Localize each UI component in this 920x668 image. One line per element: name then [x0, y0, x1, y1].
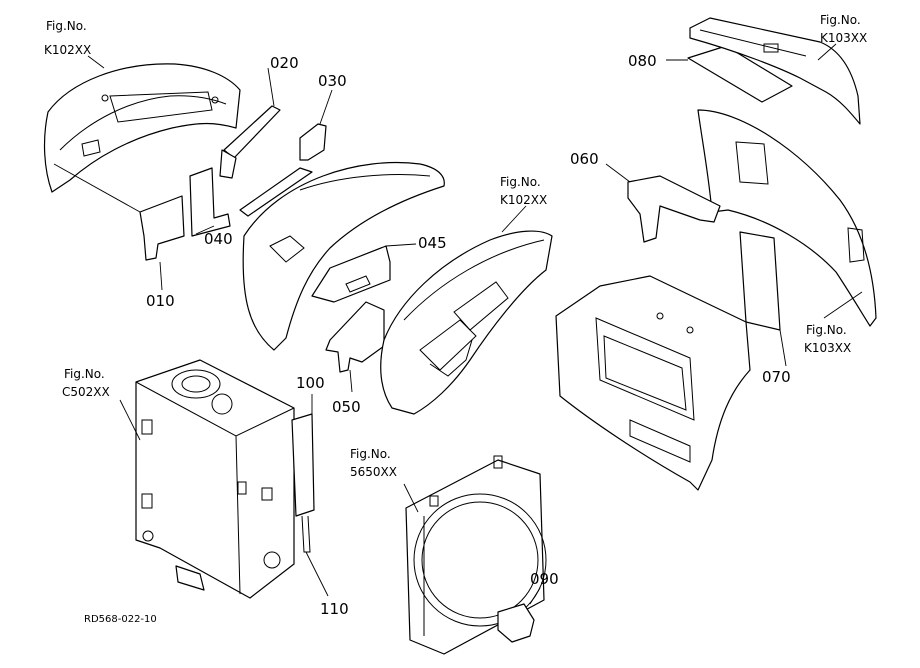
- leader-060: [605, 163, 631, 183]
- part-030-bracket: [239, 123, 327, 217]
- leader-f4: [823, 291, 863, 319]
- fig-ref-caption-1: Fig.No.: [46, 19, 87, 33]
- battery-box: [135, 359, 295, 599]
- leader-110: [305, 551, 329, 597]
- part-090-clip: [497, 587, 541, 643]
- fan-shroud: [405, 455, 547, 655]
- part-060-bracket: [627, 175, 721, 243]
- drawing-code: RD568-022-10: [84, 614, 157, 625]
- fig-ref-code-6: 5650XX: [350, 465, 397, 479]
- radiator-frame: [555, 275, 751, 491]
- part-045-plate: [311, 243, 417, 303]
- part-label-030: 030: [318, 72, 347, 90]
- center-fender: [242, 161, 445, 351]
- leader-020: [267, 67, 275, 107]
- fig-ref-code-5: C502XX: [62, 385, 110, 399]
- part-label-080: 080: [628, 52, 657, 70]
- top-grille-k103: [689, 17, 861, 125]
- fig-ref-caption-3: Fig.No.: [500, 175, 541, 189]
- part-label-100: 100: [296, 374, 325, 392]
- part-100-rod: [291, 394, 315, 553]
- part-label-020: 020: [270, 54, 299, 72]
- leader-030: [319, 89, 333, 125]
- leader-010: [159, 261, 163, 291]
- part-020-strip: [219, 105, 281, 179]
- part-label-070: 070: [762, 368, 791, 386]
- fig-ref-caption-6: Fig.No.: [350, 447, 391, 461]
- leader-f2: [817, 43, 837, 61]
- part-label-040: 040: [204, 230, 233, 248]
- part-label-090: 090: [530, 570, 559, 588]
- side-fender-k102: [380, 230, 553, 415]
- part-080-cover: [687, 45, 793, 103]
- leader-f5: [119, 399, 141, 441]
- part-label-050: 050: [332, 398, 361, 416]
- part-010-panel: [53, 163, 185, 261]
- part-040-panel: [189, 167, 231, 237]
- leader-f1: [87, 55, 105, 69]
- part-label-010: 010: [146, 292, 175, 310]
- fig-ref-code-3: K102XX: [500, 193, 547, 207]
- part-050-bracket: [325, 301, 385, 393]
- part-070-plate: [739, 231, 787, 367]
- hood-rear-panel-k103: [697, 109, 877, 327]
- leader-f3: [501, 205, 527, 233]
- fig-ref-caption-5: Fig.No.: [64, 367, 105, 381]
- fig-ref-code-1: K102XX: [44, 43, 91, 57]
- fig-ref-caption-2: Fig.No.: [820, 13, 861, 27]
- fig-ref-code-2: K103XX: [820, 31, 867, 45]
- fig-ref-caption-4: Fig.No.: [806, 323, 847, 337]
- hood-front-panel: [43, 63, 241, 193]
- fig-ref-code-4: K103XX: [804, 341, 851, 355]
- leader-f6: [403, 483, 419, 513]
- part-label-045: 045: [418, 234, 447, 252]
- leader-040: [195, 225, 215, 235]
- part-label-060: 060: [570, 150, 599, 168]
- part-label-110: 110: [320, 600, 349, 618]
